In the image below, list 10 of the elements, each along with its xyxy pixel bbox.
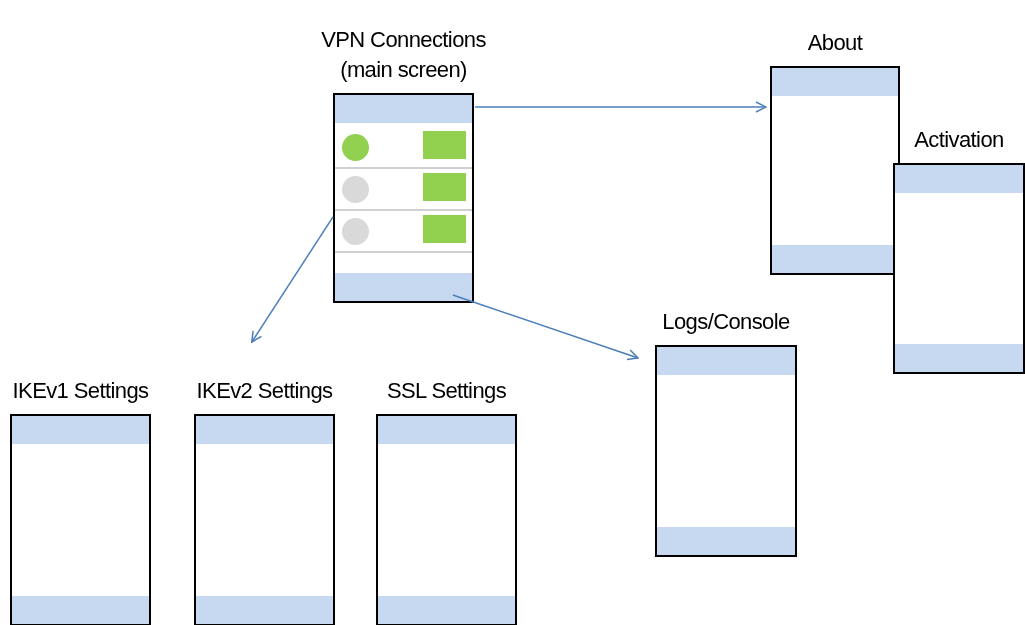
arrow xyxy=(251,216,334,343)
screen-title: VPN Connections (main screen) xyxy=(320,26,487,84)
screen-title: IKEv2 Settings xyxy=(195,377,334,405)
screen-title: About xyxy=(806,29,864,57)
arrow xyxy=(452,294,639,361)
arrow xyxy=(474,101,767,113)
screen-title: SSL Settings xyxy=(385,377,508,405)
screen-title: IKEv1 Settings xyxy=(11,377,150,405)
screen-title: Logs/Console xyxy=(661,308,791,336)
screen-title: Activation xyxy=(913,126,1005,154)
